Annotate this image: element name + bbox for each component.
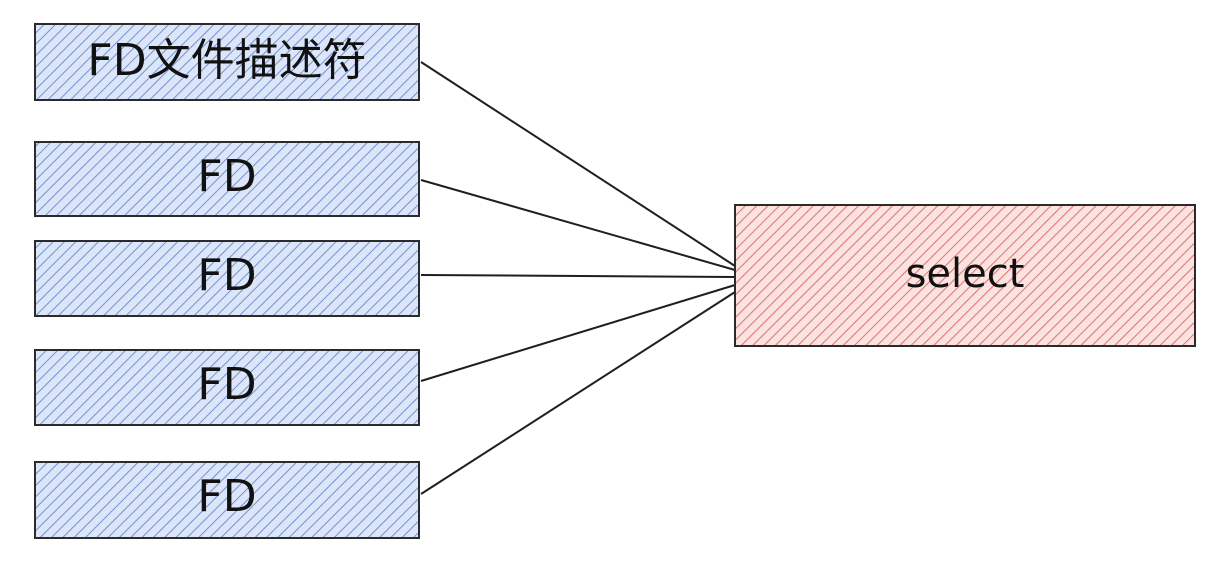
fd-box-0: FD文件描述符 [34,23,420,101]
fd-box-label: FD [197,151,256,202]
fd-box-label: FD [197,359,256,410]
fd-box-4: FD [34,461,420,539]
connector-0 [420,61,736,267]
select-label: select [906,251,1025,297]
connector-1 [420,179,736,271]
fd-box-label: FD文件描述符 [87,35,366,86]
fd-box-2: FD [34,240,420,317]
fd-box-1: FD [34,141,420,217]
select-box: select [734,204,1196,347]
connector-3 [420,284,736,382]
fd-box-3: FD [34,349,420,426]
fd-box-label: FD [197,471,256,522]
connector-2 [420,274,736,278]
connector-4 [420,291,736,495]
fd-box-label: FD [197,250,256,301]
